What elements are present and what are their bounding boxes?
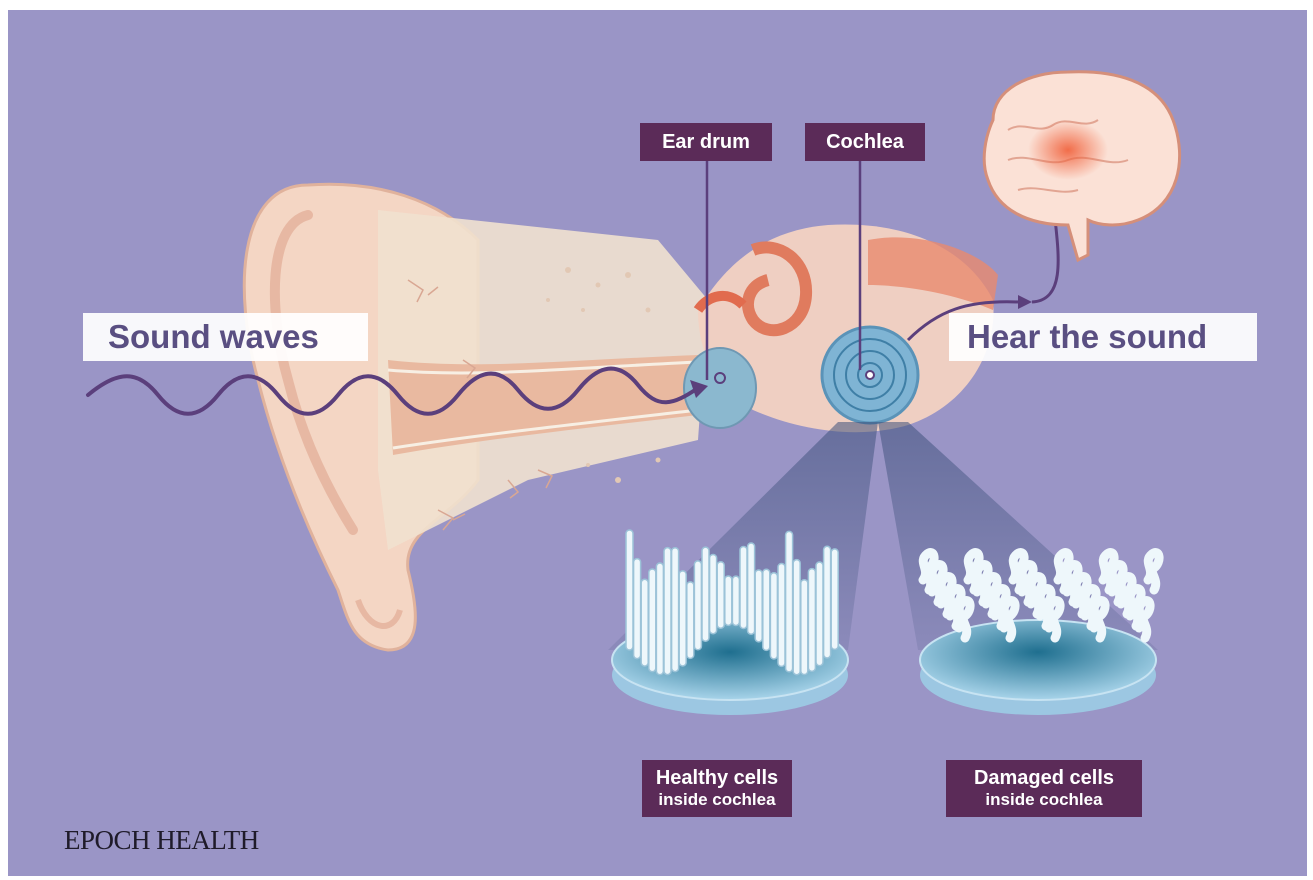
damaged-cells-line2: inside cochlea	[946, 789, 1142, 811]
epoch-health-logo: EPOCH HEALTH	[64, 825, 259, 856]
healthy-cells-line1: Healthy cells	[656, 767, 778, 789]
ear-canal	[378, 210, 708, 550]
healthy-hair-cell	[755, 570, 762, 642]
healthy-hair-cell	[786, 531, 793, 672]
healthy-hair-cell	[702, 547, 709, 641]
healthy-hair-cell	[641, 579, 648, 666]
healthy-hair-cell	[656, 563, 663, 675]
illustration-canvas: Sound waves Hear the sound Ear drum Coch…	[8, 10, 1307, 876]
ear-drum-tag: Ear drum	[640, 123, 772, 161]
healthy-hair-cell	[664, 548, 671, 675]
nerve-arrowhead	[1018, 295, 1032, 309]
hear-the-sound-label-band: Hear the sound	[949, 313, 1257, 361]
healthy-hair-cell	[649, 569, 656, 672]
healthy-hair-cell	[687, 582, 694, 659]
healthy-hair-cell	[831, 549, 838, 649]
healthy-hair-cell	[808, 569, 815, 672]
healthy-hair-cell	[710, 554, 717, 633]
damaged-hair-cell	[1139, 601, 1150, 638]
cochlea-shape	[822, 327, 918, 423]
healthy-hair-cell	[732, 576, 739, 625]
healthy-hair-cell	[824, 546, 831, 658]
healthy-cells-line2: inside cochlea	[642, 789, 792, 811]
healthy-hair-cell	[725, 576, 732, 625]
healthy-hair-cell	[679, 571, 686, 666]
healthy-hair-cell	[793, 560, 800, 675]
hear-the-sound-label: Hear the sound	[967, 318, 1207, 355]
healthy-hair-cell	[770, 573, 777, 659]
healthy-hair-cell	[740, 546, 747, 628]
healthy-hair-cell	[801, 580, 808, 675]
healthy-hair-cell	[634, 559, 641, 659]
damaged-hair-cell	[1148, 553, 1159, 590]
sound-waves-label: Sound waves	[108, 318, 319, 355]
healthy-hair-cell	[717, 562, 724, 628]
healthy-hair-cell	[672, 548, 679, 672]
healthy-hair-cell	[694, 561, 701, 650]
healthy-hair-cell	[626, 530, 633, 650]
brain	[984, 72, 1179, 260]
sound-waves-label-band: Sound waves	[83, 313, 368, 361]
healthy-hair-cell	[816, 562, 823, 666]
cochlea-tag: Cochlea	[805, 123, 925, 161]
beam-damaged	[878, 422, 1158, 650]
healthy-cells-tag: Healthy cells inside cochlea	[642, 760, 792, 817]
healthy-hair-cell	[778, 563, 785, 666]
healthy-hair-cell	[748, 543, 755, 634]
damaged-cells-tag: Damaged cells inside cochlea	[946, 760, 1142, 817]
damaged-cells-line1: Damaged cells	[974, 767, 1114, 789]
healthy-hair-cell	[763, 569, 770, 650]
cochlea-label: Cochlea	[826, 131, 904, 153]
ear-drum-label: Ear drum	[662, 131, 750, 153]
